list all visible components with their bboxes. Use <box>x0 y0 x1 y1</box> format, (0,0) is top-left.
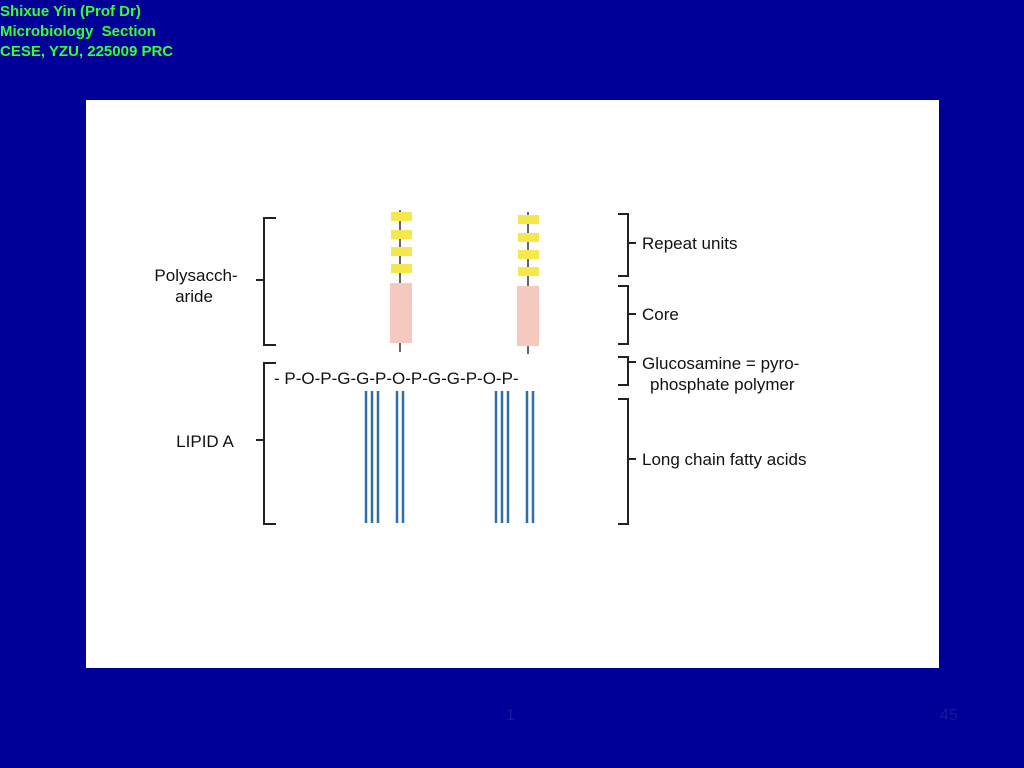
repeat-unit-1d <box>391 264 412 273</box>
glucosamine-label-line1: Glucosamine = pyro- <box>642 354 799 373</box>
slide-page-number: 45 <box>940 707 958 724</box>
glucosamine-label-line2: phosphate polymer <box>650 375 795 394</box>
author-header: Shixue Yin (Prof Dr) Microbiology Sectio… <box>0 2 173 62</box>
polysaccharide-bracket <box>256 217 276 346</box>
fatty-acids-label: Long chain fatty acids <box>642 450 806 469</box>
repeat-units-label: Repeat units <box>642 234 737 253</box>
core-label: Core <box>642 305 679 324</box>
fatty-acids-bracket <box>618 398 636 525</box>
author-section: Microbiology Section <box>0 23 156 40</box>
glucosamine-bracket <box>618 356 636 386</box>
repeat-unit-1c <box>391 247 412 256</box>
lps-diagram-panel: Polysacch- aride LIPID A - P-O-P-G-G-P-O… <box>86 100 939 668</box>
repeat-unit-2c <box>518 250 539 259</box>
repeat-unit-2d <box>518 267 539 276</box>
repeat-unit-1b <box>391 230 412 239</box>
polysaccharide-label-line1: Polysacch- <box>154 266 237 285</box>
repeat-unit-2a <box>518 215 539 224</box>
lipid-a-label: LIPID A <box>176 432 234 451</box>
core-block-1 <box>390 283 412 343</box>
slide-center-number: 1 <box>506 707 515 724</box>
fatty-acid-chains-group-1 <box>364 391 405 523</box>
fatty-acid-chains-group-2 <box>494 391 535 523</box>
author-affiliation: CESE, YZU, 225009 PRC <box>0 43 174 60</box>
core-block-2 <box>517 286 539 346</box>
core-bracket <box>618 285 636 345</box>
repeat-unit-1a <box>391 212 412 221</box>
polysaccharide-label-line2: aride <box>175 287 213 306</box>
lps-structure-diagram: Polysacch- aride LIPID A - P-O-P-G-G-P-O… <box>154 210 806 525</box>
lipid-a-bracket <box>256 362 276 525</box>
repeat-units-bracket <box>618 213 636 277</box>
repeat-unit-2b <box>518 233 539 242</box>
author-name: Shixue Yin (Prof Dr) <box>0 3 141 20</box>
phosphate-glucosamine-chain: - P-O-P-G-G-P-O-P-G-G-P-O-P- <box>274 369 519 388</box>
